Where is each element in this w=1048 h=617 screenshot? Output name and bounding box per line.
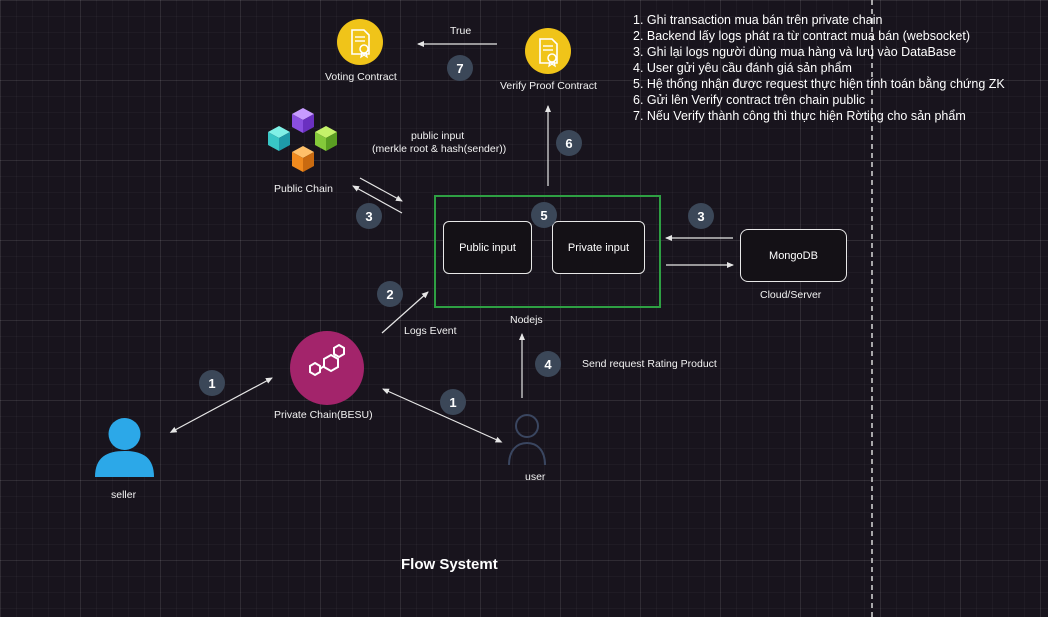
step-badge-7: 7 — [447, 55, 473, 81]
user-label: user — [525, 471, 546, 483]
public-input-label-line2: (merkle root & hash(sender)) — [372, 143, 507, 155]
certificate-icon — [525, 28, 571, 74]
send-request-label: Send request Rating Product — [582, 358, 717, 370]
user-node — [506, 410, 548, 468]
step-item: 7. Nếu Verify thành công thì thực hiện R… — [633, 109, 966, 123]
nodejs-label: Nodejs — [510, 314, 543, 326]
step-badge-3-public: 3 — [356, 203, 382, 229]
private-input-box: Private input — [552, 221, 645, 274]
user-outline-icon — [508, 414, 546, 466]
step-item: 2. Backend lấy logs phát ra từ contract … — [633, 29, 971, 43]
arrow-user-private-chain — [382, 388, 503, 443]
arrow-private-chain-to-nodejs — [381, 291, 429, 334]
step-badge-6: 6 — [556, 130, 582, 156]
public-input-box: Public input — [443, 221, 532, 274]
step-badge-1-user: 1 — [440, 389, 466, 415]
mongodb-box: MongoDB — [740, 229, 847, 282]
step-item: 1. Ghi transaction mua bán trên private … — [633, 13, 883, 27]
public-input-label-line1: public input — [411, 130, 465, 142]
person-icon — [95, 418, 154, 477]
logs-event-label: Logs Event — [404, 325, 457, 337]
seller-label: seller — [111, 489, 137, 501]
step-badge-5: 5 — [531, 202, 557, 228]
arrow-public-chain-to-nodejs — [359, 177, 403, 202]
steps-list: 1. Ghi transaction mua bán trên private … — [633, 12, 1005, 124]
private-chain-label: Private Chain(BESU) — [274, 409, 373, 421]
blockchain-cubes-icon — [268, 108, 337, 172]
nodejs-container — [434, 195, 661, 308]
step-badge-4: 4 — [535, 351, 561, 377]
linked-hexagons-icon — [290, 331, 364, 405]
private-chain-node — [290, 331, 364, 405]
public-chain-label: Public Chain — [274, 183, 333, 195]
cloud-server-label: Cloud/Server — [760, 289, 822, 301]
step-item: 5. Hệ thống nhận được request thực hiện … — [633, 77, 1005, 91]
true-label: True — [450, 25, 472, 37]
step-badge-3-db: 3 — [688, 203, 714, 229]
arrow-seller-private-chain — [169, 377, 273, 433]
step-item: 4. User gửi yêu cầu đánh giá sản phẩm — [633, 61, 852, 75]
verify-proof-contract-node — [525, 28, 571, 74]
arrow-nodejs-to-public-chain — [352, 185, 403, 214]
public-chain-node — [266, 106, 340, 178]
diagram-title: Flow Systemt — [401, 556, 498, 573]
voting-contract-label: Voting Contract — [325, 71, 397, 83]
voting-contract-node — [337, 19, 383, 65]
step-badge-1-seller: 1 — [199, 370, 225, 396]
step-item: 3. Ghi lại logs người dùng mua hàng và l… — [633, 45, 957, 59]
step-item: 6. Gửi lên Verify contract trên chain pu… — [633, 93, 866, 107]
verify-proof-contract-label: Verify Proof Contract — [500, 80, 597, 92]
seller-node — [93, 417, 156, 479]
certificate-icon — [337, 19, 383, 65]
step-badge-2: 2 — [377, 281, 403, 307]
